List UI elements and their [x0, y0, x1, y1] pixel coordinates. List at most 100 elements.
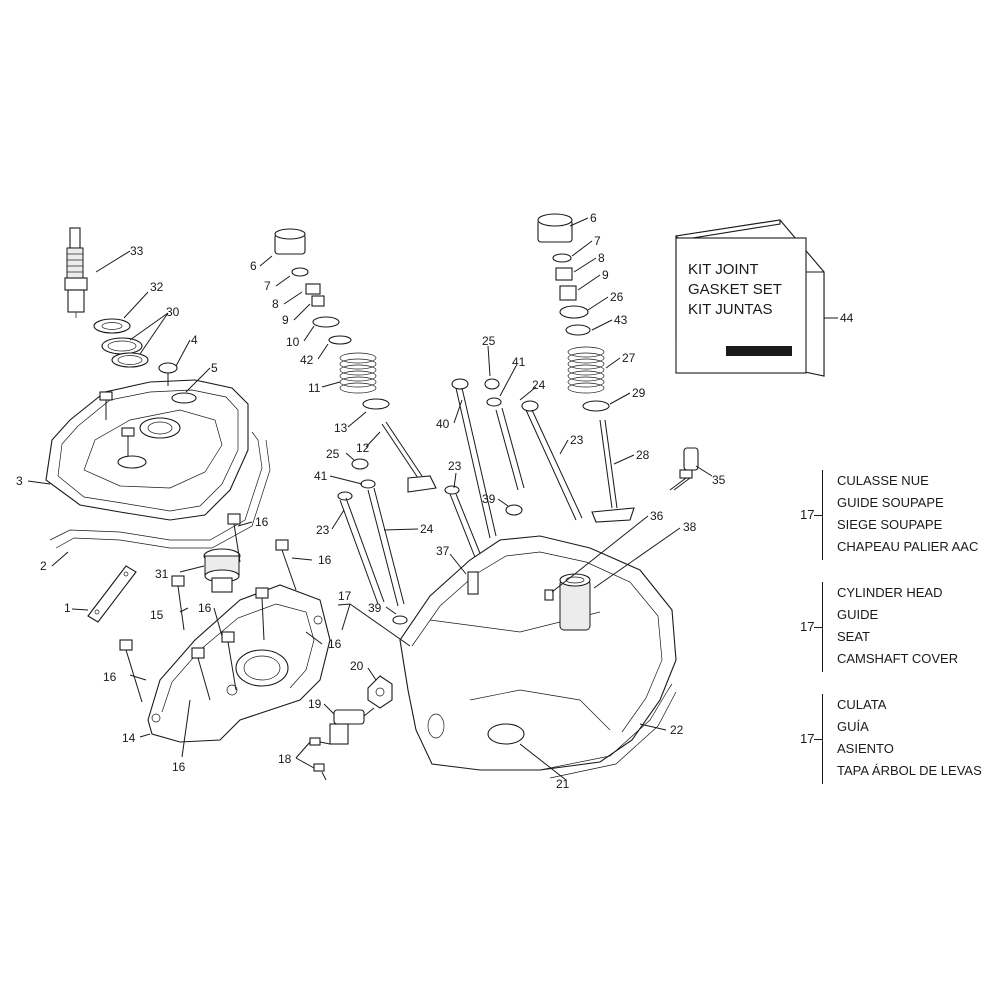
callout-28: 28: [636, 448, 650, 462]
legend-item: ASIENTO: [837, 741, 894, 756]
callout-13: 13: [334, 421, 348, 435]
callout-9-b: 9: [602, 268, 609, 282]
chain-tensioner: [309, 675, 393, 781]
legend-ref: 17: [800, 507, 815, 522]
callout-40: 40: [436, 417, 450, 431]
legend-item: GUIDE: [837, 607, 879, 622]
legend-item: TAPA ÁRBOL DE LEVAS: [837, 763, 982, 778]
callout-39-a: 39: [368, 601, 382, 615]
legend-ref: 17: [800, 731, 815, 746]
callout-32: 32: [150, 280, 164, 294]
exhaust-valve: [582, 400, 635, 523]
callout-36: 36: [650, 509, 664, 523]
kit-line-1: KIT JOINT: [688, 261, 759, 278]
legend-tick: [814, 739, 822, 740]
callout-numbers: 33 32 30 4 5 3 2 1 31 15 16 16 16 16 16 …: [16, 211, 854, 791]
legend-item: CAMSHAFT COVER: [837, 651, 959, 666]
intake-valve-spring: [339, 352, 377, 394]
legend-spanish: 17 CULATA GUÍA ASIENTO TAPA ÁRBOL DE LEV…: [800, 694, 1000, 784]
cylinder-head: [399, 535, 677, 771]
studs-right: [444, 378, 583, 581]
callout-23-c: 23: [448, 459, 462, 473]
legend-ref: 17: [800, 619, 815, 634]
callout-8-b: 8: [598, 251, 605, 265]
legend-item: SIEGE SOUPAPE: [837, 517, 943, 532]
callout-41-a: 41: [314, 469, 328, 483]
callout-16-e: 16: [103, 670, 117, 684]
callout-10: 10: [286, 335, 300, 349]
callout-1: 1: [64, 601, 71, 615]
callout-29: 29: [632, 386, 646, 400]
brand-logo: [726, 346, 792, 356]
kit-line-2: GASKET SET: [688, 281, 782, 298]
callout-43: 43: [614, 313, 628, 327]
callout-37: 37: [436, 544, 450, 558]
gasket-kit-box: KIT JOINT GASKET SET KIT JUNTAS: [674, 219, 838, 377]
callout-12: 12: [356, 441, 370, 455]
callout-42: 42: [300, 353, 314, 367]
temperature-sensor: [669, 447, 699, 491]
callout-16-c: 16: [198, 601, 212, 615]
leader-lines: [27, 217, 713, 781]
oil-filler-plug: [203, 548, 241, 593]
callout-19: 19: [308, 697, 322, 711]
callout-26: 26: [610, 290, 624, 304]
callout-14: 14: [122, 731, 136, 745]
legend-french: 17 CULASSE NUE GUIDE SOUPAPE SIEGE SOUPA…: [800, 470, 1000, 560]
kit-line-3: KIT JUNTAS: [688, 301, 772, 318]
exhaust-valve-stack: [537, 213, 591, 336]
callout-22: 22: [670, 723, 684, 737]
o-rings: [101, 337, 149, 368]
callout-25-b: 25: [482, 334, 496, 348]
callout-6-a: 6: [250, 259, 257, 273]
callout-16-d: 16: [328, 637, 342, 651]
legend-tick: [814, 627, 822, 628]
callout-4: 4: [191, 333, 198, 347]
valve-cover: [45, 379, 249, 521]
callout-38: 38: [683, 520, 697, 534]
legend-english: 17 CYLINDER HEAD GUIDE SEAT CAMSHAFT COV…: [800, 582, 1000, 672]
callout-44: 44: [840, 311, 854, 325]
callout-7-a: 7: [264, 279, 271, 293]
legend-items: CULASSE NUE GUIDE SOUPAPE SIEGE SOUPAPE …: [837, 470, 978, 558]
callout-9-a: 9: [282, 313, 289, 327]
callout-18: 18: [278, 752, 292, 766]
callout-35: 35: [712, 473, 726, 487]
legend-item: SEAT: [837, 629, 870, 644]
callout-23-a: 23: [316, 523, 330, 537]
cover-gasket: [49, 431, 271, 549]
callout-39-b: 39: [482, 492, 496, 506]
intake-valve-stack: [274, 228, 352, 345]
plug-washer: [93, 318, 131, 334]
callout-3: 3: [16, 474, 23, 488]
callout-6-b: 6: [590, 211, 597, 225]
cover-bolts: [99, 362, 178, 456]
legend-item: CULATA: [837, 697, 887, 712]
legend-item: GUIDE SOUPAPE: [837, 495, 944, 510]
callout-7-b: 7: [594, 234, 601, 248]
callout-16-b: 16: [318, 553, 332, 567]
head-gasket: [539, 683, 677, 779]
spark-plug: [64, 227, 88, 318]
legend-item: GUÍA: [837, 719, 869, 734]
legend-tick: [814, 515, 822, 516]
legend-bracket: [822, 470, 823, 560]
intake-valve: [362, 398, 437, 493]
callout-30: 30: [166, 305, 180, 319]
callout-17: 17: [338, 589, 352, 603]
callout-16-a: 16: [255, 515, 269, 529]
callout-11: 11: [308, 381, 321, 395]
camshaft-cover: [147, 584, 331, 743]
legend-items: CULATA GUÍA ASIENTO TAPA ÁRBOL DE LEVAS: [837, 694, 982, 782]
callout-41-b: 41: [512, 355, 526, 369]
callout-33: 33: [130, 244, 144, 258]
legend-bracket: [822, 694, 823, 784]
callout-21: 21: [556, 777, 570, 791]
callout-8-a: 8: [272, 297, 279, 311]
legend-item: CHAPEAU PALIER AAC: [837, 539, 979, 554]
callout-31: 31: [155, 567, 169, 581]
plate-part-1: [87, 565, 137, 623]
callout-24-a: 24: [420, 522, 434, 536]
callout-5: 5: [211, 361, 218, 375]
